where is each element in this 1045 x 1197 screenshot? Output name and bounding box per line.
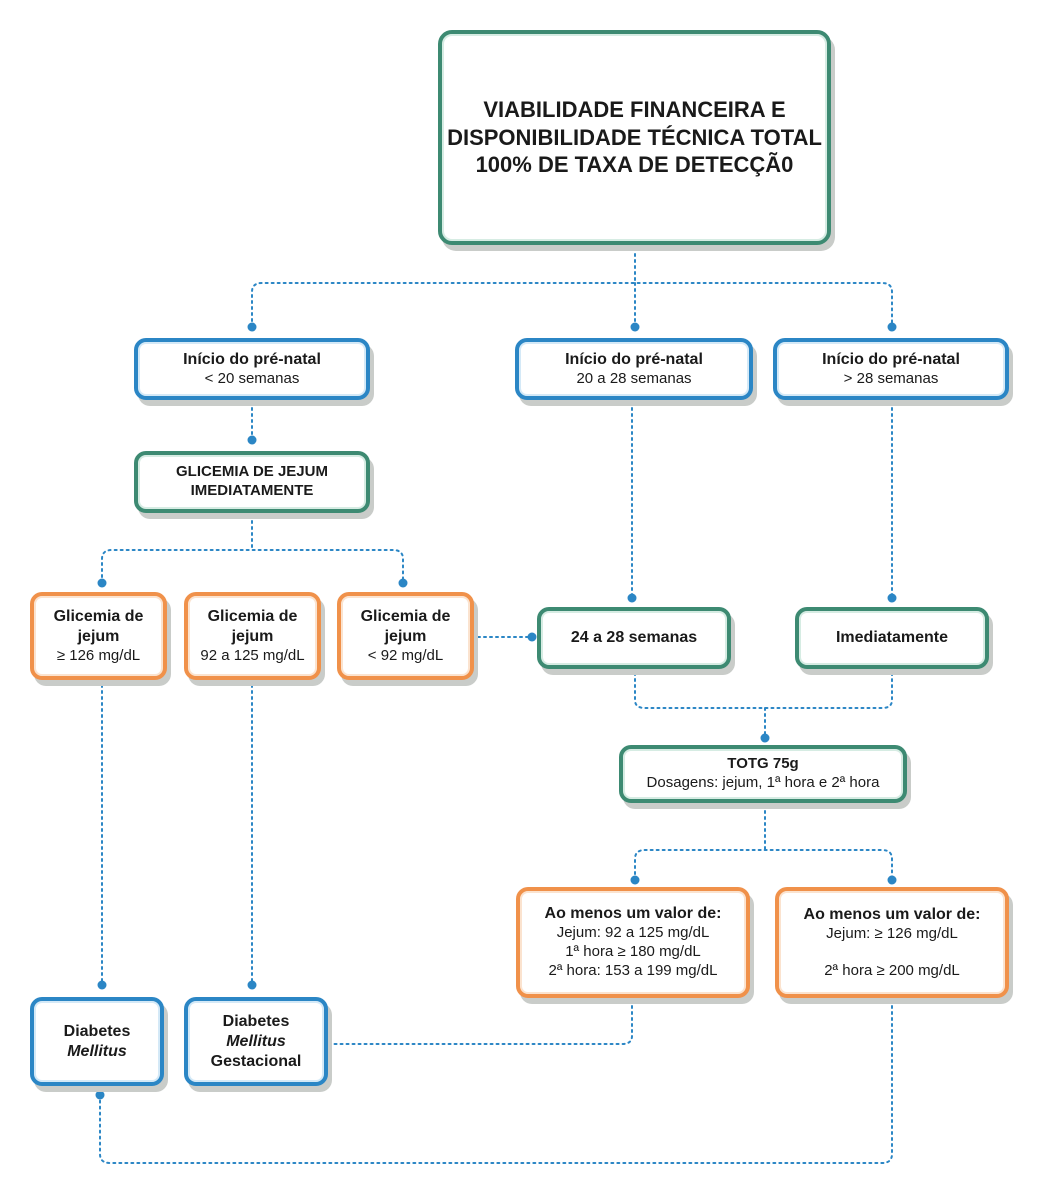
top-line-1: VIABILIDADE FINANCEIRA E <box>483 97 786 123</box>
diabetes-mellitus-box: Diabetes Mellitus <box>30 997 164 1086</box>
result-gdm-line-1: Jejum: 92 a 125 mg/dL <box>556 924 710 942</box>
prenatal-lt20-box: Início do pré-natal < 20 semanas <box>134 338 370 400</box>
gj-low-line-1: Glicemia de <box>360 607 451 625</box>
prenatal-gt28-sub: > 28 semanas <box>843 369 939 387</box>
dmg-line-3: Gestacional <box>210 1052 302 1070</box>
gj-high-line-1: Glicemia de <box>53 607 144 625</box>
gj-low-sub: < 92 mg/dL <box>367 646 444 664</box>
fasting-glucose-line-1: GLICEMIA DE JEJUM <box>176 463 328 481</box>
immediately-box: Imediatamente <box>795 607 989 669</box>
prenatal-20-28-box: Início do pré-natal 20 a 28 semanas <box>515 338 753 400</box>
connector-dots <box>95 322 897 1100</box>
fasting-glucose-immediate-box: GLICEMIA DE JEJUM IMEDIATAMENTE <box>134 451 370 513</box>
dmg-line-2: Mellitus <box>226 1032 286 1050</box>
fasting-glucose-mid-box: Glicemia de jejum 92 a 125 mg/dL <box>184 592 321 680</box>
dmg-line-1: Diabetes <box>222 1012 290 1030</box>
prenatal-lt20-sub: < 20 semanas <box>204 369 300 387</box>
fasting-glucose-line-2: IMEDIATAMENTE <box>190 482 314 499</box>
totg-sub: Dosagens: jejum, 1ª hora e 2ª hora <box>646 774 880 791</box>
connector-top-split <box>251 247 893 328</box>
result-dm-box: Ao menos um valor de: Jejum: ≥ 126 mg/dL… <box>775 887 1009 998</box>
gj-high-line-2: jejum <box>77 627 120 645</box>
connector-totg-split <box>634 804 893 881</box>
dm-line-1: Diabetes <box>63 1022 131 1040</box>
fasting-glucose-high-box: Glicemia de jejum ≥ 126 mg/dL <box>30 592 167 680</box>
result-gdm-title: Ao menos um valor de: <box>544 905 722 923</box>
weeks-24-28-label: 24 a 28 semanas <box>570 629 698 646</box>
totg-box: TOTG 75g Dosagens: jejum, 1ª hora e 2ª h… <box>619 745 907 803</box>
gj-mid-line-2: jejum <box>231 627 274 645</box>
top-line-2: DISPONIBILIDADE TÉCNICA TOTAL <box>447 124 822 150</box>
gestational-diabetes-box: Diabetes Mellitus Gestacional <box>184 997 328 1086</box>
connector-merge-totg <box>634 672 893 739</box>
prenatal-gt28-title: Início do pré-natal <box>822 350 960 368</box>
result-gdm-line-2: 1ª hora ≥ 180 mg/dL <box>565 943 701 961</box>
top-line-3: 100% DE TAXA DE DETECÇÃ0 <box>475 152 794 178</box>
prenatal-lt20-title: Início do pré-natal <box>183 350 321 368</box>
result-gdm-box: Ao menos um valor de: Jejum: 92 a 125 mg… <box>516 887 750 998</box>
connector-result-dmg <box>329 999 633 1045</box>
weeks-24-28-box: 24 a 28 semanas <box>537 607 731 669</box>
totg-title: TOTG 75g <box>727 755 799 773</box>
fasting-glucose-low-box: Glicemia de jejum < 92 mg/dL <box>337 592 474 680</box>
gj-high-sub: ≥ 126 mg/dL <box>56 646 141 664</box>
result-dm-title: Ao menos um valor de: <box>803 905 981 923</box>
connector-result-dm <box>99 999 893 1164</box>
connector-glicemia-split <box>101 514 404 584</box>
result-gdm-line-3: 2ª hora: 153 a 199 mg/dL <box>548 961 718 979</box>
result-dm-line-1: Jejum: ≥ 126 mg/dL <box>826 924 958 942</box>
financial-viability-box: VIABILIDADE FINANCEIRA E DISPONIBILIDADE… <box>438 30 831 245</box>
immediately-label: Imediatamente <box>835 629 949 646</box>
gj-mid-line-1: Glicemia de <box>207 607 298 625</box>
gj-mid-sub: 92 a 125 mg/dL <box>200 646 305 664</box>
dm-line-2: Mellitus <box>67 1042 127 1060</box>
prenatal-gt28-box: Início do pré-natal > 28 semanas <box>773 338 1009 400</box>
prenatal-20-28-sub: 20 a 28 semanas <box>576 369 692 387</box>
prenatal-20-28-title: Início do pré-natal <box>565 350 703 368</box>
result-dm-line-2: 2ª hora ≥ 200 mg/dL <box>824 961 960 979</box>
gj-low-line-2: jejum <box>384 627 427 645</box>
